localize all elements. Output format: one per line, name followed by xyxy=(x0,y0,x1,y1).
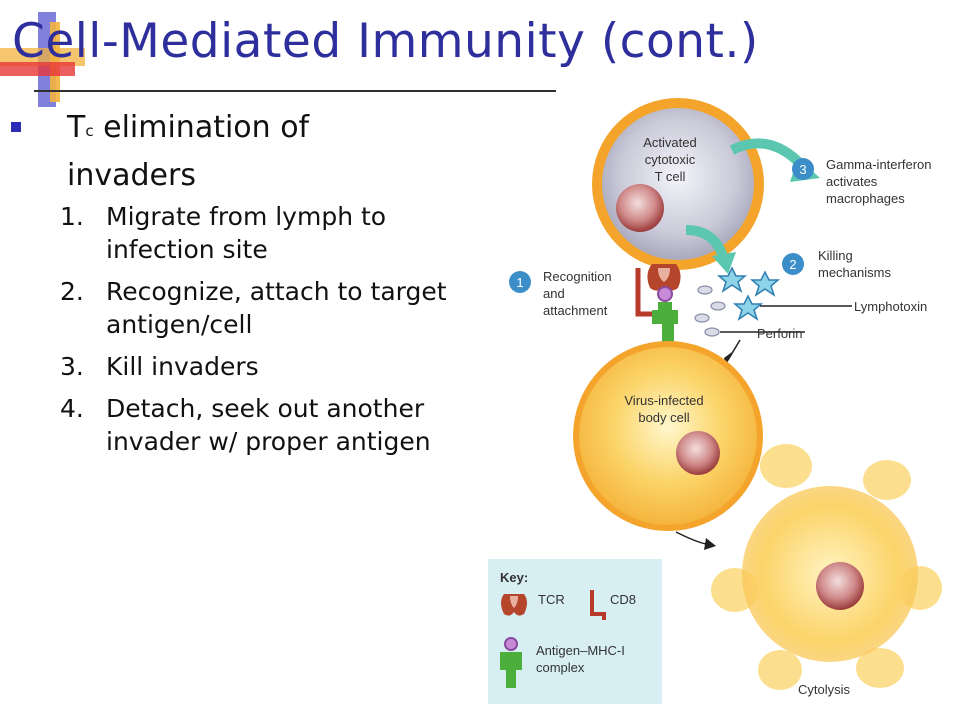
heading-t: T xyxy=(67,110,86,145)
step1-label-3: attachment xyxy=(543,303,608,318)
key-cd8-icon xyxy=(590,590,606,620)
bullet-icon xyxy=(11,122,21,132)
infected-cell: Virus-infected body cell xyxy=(573,341,763,531)
step2-label-1: Killing xyxy=(818,248,853,263)
step-number: 4. xyxy=(60,394,84,423)
infected-nucleus xyxy=(676,431,720,475)
step1-label-1: Recognition xyxy=(543,269,612,284)
step1-badge xyxy=(509,271,531,293)
step-text: Migrate from lymph to infection site xyxy=(106,202,387,264)
list-item: 1. Migrate from lymph to infection site xyxy=(60,200,460,266)
step3-label-2: activates xyxy=(826,174,878,189)
tcell-label-2: cytotoxic xyxy=(645,152,696,167)
immune-diagram: Activated cytotoxic T cell 3 Gamma-inter… xyxy=(488,98,942,704)
svg-text:2: 2 xyxy=(789,257,796,272)
step1-label-2: and xyxy=(543,286,565,301)
svg-text:1: 1 xyxy=(516,275,523,290)
key-cd8-label: CD8 xyxy=(610,592,636,607)
key-antigen-label-2: complex xyxy=(536,660,585,675)
tcr-receptor xyxy=(647,264,681,291)
step3-label-1: Gamma-interferon xyxy=(826,157,931,172)
mhc-complex xyxy=(652,302,678,324)
list-item: 4. Detach, seek out another invader w/ pr… xyxy=(60,392,460,458)
bullet-heading: Tc elimination of invaders xyxy=(67,106,407,197)
antigen-dot xyxy=(657,286,673,302)
step-number: 3. xyxy=(60,352,84,381)
step-number: 1. xyxy=(60,202,84,231)
infected-label-2: body cell xyxy=(638,410,689,425)
key-tcr-label: TCR xyxy=(538,592,565,607)
step3-badge xyxy=(792,158,814,180)
title-underline xyxy=(34,90,556,92)
infected-label-1: Virus-infected xyxy=(624,393,703,408)
tcell-label-1: Activated xyxy=(643,135,696,150)
step2-label-2: mechanisms xyxy=(818,265,891,280)
step-text: Detach, seek out another invader w/ prop… xyxy=(106,394,431,456)
steps-list: 1. Migrate from lymph to infection site 2… xyxy=(60,200,460,467)
tcell: Activated cytotoxic T cell xyxy=(592,98,764,270)
key-title: Key: xyxy=(500,570,528,585)
heading-rest: elimination of invaders xyxy=(67,110,310,193)
key-antigen-icon xyxy=(504,637,518,651)
cytolysis-label: Cytolysis xyxy=(798,682,851,697)
corner-decoration xyxy=(0,12,85,107)
slide-title: Cell-Mediated Immunity (cont.) xyxy=(12,14,759,69)
list-item: 3. Kill invaders xyxy=(60,350,460,383)
step-text: Kill invaders xyxy=(106,352,259,381)
tcell-label-3: T cell xyxy=(655,169,686,184)
heading-subscript: c xyxy=(85,122,94,140)
perforin-label: Perforin xyxy=(757,326,803,341)
lymphotoxin-label: Lymphotoxin xyxy=(854,299,927,314)
step2-badge xyxy=(782,253,804,275)
key-mhc-icon xyxy=(500,652,522,670)
list-item: 2. Recognize, attach to target antigen/ce… xyxy=(60,275,460,341)
step-number: 2. xyxy=(60,277,84,306)
cytolysis-cell xyxy=(711,444,942,690)
key-antigen-label-1: Antigen–MHC-I xyxy=(536,643,625,658)
svg-text:3: 3 xyxy=(799,162,806,177)
tcell-nucleus xyxy=(616,184,664,232)
cytolysis-nucleus xyxy=(816,562,864,610)
step-text: Recognize, attach to target antigen/cell xyxy=(106,277,447,339)
step3-label-3: macrophages xyxy=(826,191,905,206)
key-legend: Key: TCR CD8 Antigen–MHC-I complex xyxy=(488,559,662,704)
